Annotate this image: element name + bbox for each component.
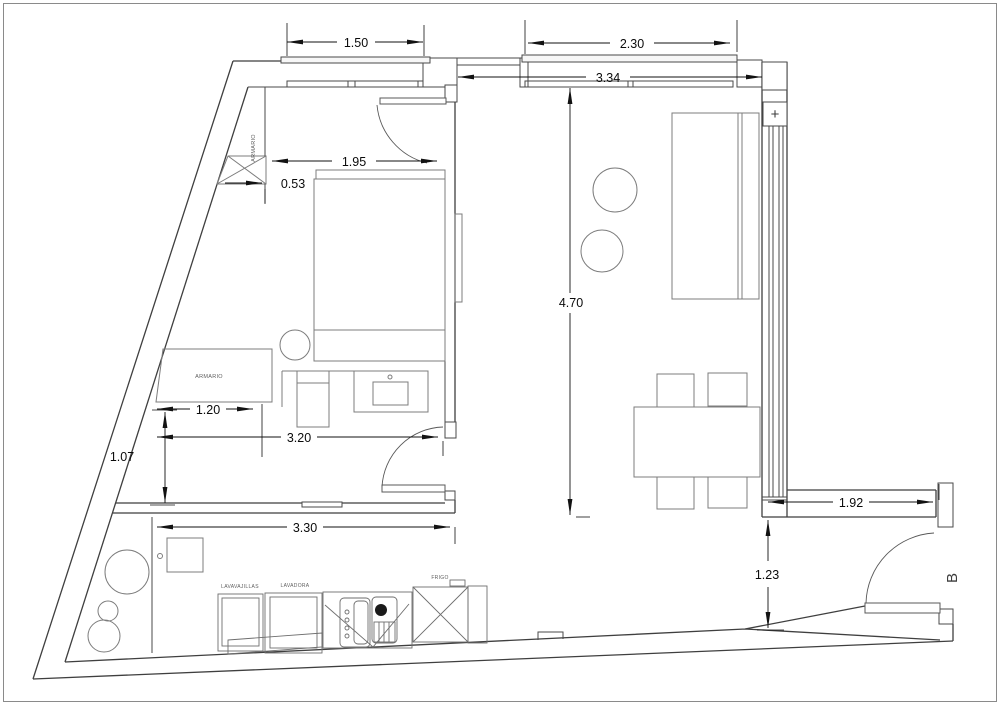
closet-label: ARMARIO	[195, 374, 223, 380]
wardrobe-cross	[216, 87, 267, 203]
corner-fixtures	[87, 537, 204, 653]
closet-vertical-label: ARMARIO	[251, 134, 257, 162]
chair	[656, 476, 695, 510]
column-plus-icon: +	[771, 106, 780, 123]
column-box: +	[762, 101, 788, 127]
door-leaf	[381, 484, 446, 493]
kitchen: LAVAVAJILLAS LAVADORA FRIGO	[217, 575, 488, 655]
dishwasher	[217, 593, 264, 652]
dim-bedroom-width: 1.95	[272, 155, 437, 169]
desk	[353, 370, 429, 413]
dim-label: 4.70	[559, 296, 583, 310]
bedroom-entry-door	[376, 97, 447, 164]
bedroom-window	[280, 56, 431, 88]
threshold	[301, 501, 343, 508]
fridge-label: FRIGO	[431, 575, 448, 581]
fridge	[412, 579, 488, 644]
bedroom-south-door	[381, 426, 446, 493]
washer-label: LAVADORA	[281, 583, 310, 589]
dim-living-window: 2.30	[524, 20, 738, 54]
kitchen-stool	[166, 537, 204, 573]
dim-bedroom-length: 3.20	[157, 431, 444, 456]
dim-label: 1.20	[196, 403, 220, 417]
round-table-2	[580, 229, 624, 273]
closet-armario: ARMARIO	[155, 348, 273, 403]
round-table-1	[592, 167, 638, 213]
bed	[313, 169, 446, 362]
dining-set	[633, 372, 761, 510]
dim-label: 1.50	[344, 36, 368, 50]
chair	[707, 372, 748, 407]
chair	[656, 373, 695, 408]
dim-nook-width: 1.20	[157, 403, 263, 457]
dim-bedroom-window: 1.50	[286, 23, 425, 56]
washing-machine	[264, 592, 323, 654]
drawing-border	[3, 3, 997, 702]
desk-chair	[296, 370, 330, 428]
dim-label: 1.95	[342, 155, 366, 169]
dishwasher-label: LAVAVAJILLAS	[221, 584, 259, 590]
dim-label: 2.30	[620, 37, 644, 51]
dim-closet-depth: 0.53	[225, 177, 305, 204]
dim-entry-depth: 1.23	[755, 520, 784, 631]
kitchen-plinth	[227, 632, 323, 655]
sofa	[671, 112, 760, 300]
dim-label: 3.20	[287, 431, 311, 445]
door-leaf	[379, 97, 447, 105]
bedside-table	[279, 329, 311, 361]
dim-label: 1.07	[110, 450, 134, 464]
living-window	[521, 54, 738, 88]
dim-label: 1.23	[755, 568, 779, 582]
dim-living-width: 3.34	[458, 71, 762, 85]
dim-label: 0.53	[281, 177, 305, 191]
desk-area	[281, 370, 429, 428]
dim-living-length: 4.70	[559, 88, 590, 518]
sink-unit	[322, 591, 413, 649]
walls	[32, 57, 954, 680]
dim-kitchen-width: 3.30	[157, 521, 456, 544]
dim-label: 3.34	[596, 71, 620, 85]
door-leaf	[864, 602, 941, 614]
desk-monitor	[372, 381, 409, 406]
dim-entry-width: 1.92	[768, 484, 940, 510]
main-entrance-door	[864, 532, 941, 614]
radiator	[454, 213, 463, 303]
entrance-label: B	[944, 573, 961, 583]
dim-label: 1.92	[839, 496, 863, 510]
faucet-knob	[375, 604, 387, 616]
dim-label: 3.30	[293, 521, 317, 535]
dining-table	[633, 406, 761, 478]
chair	[707, 476, 748, 509]
